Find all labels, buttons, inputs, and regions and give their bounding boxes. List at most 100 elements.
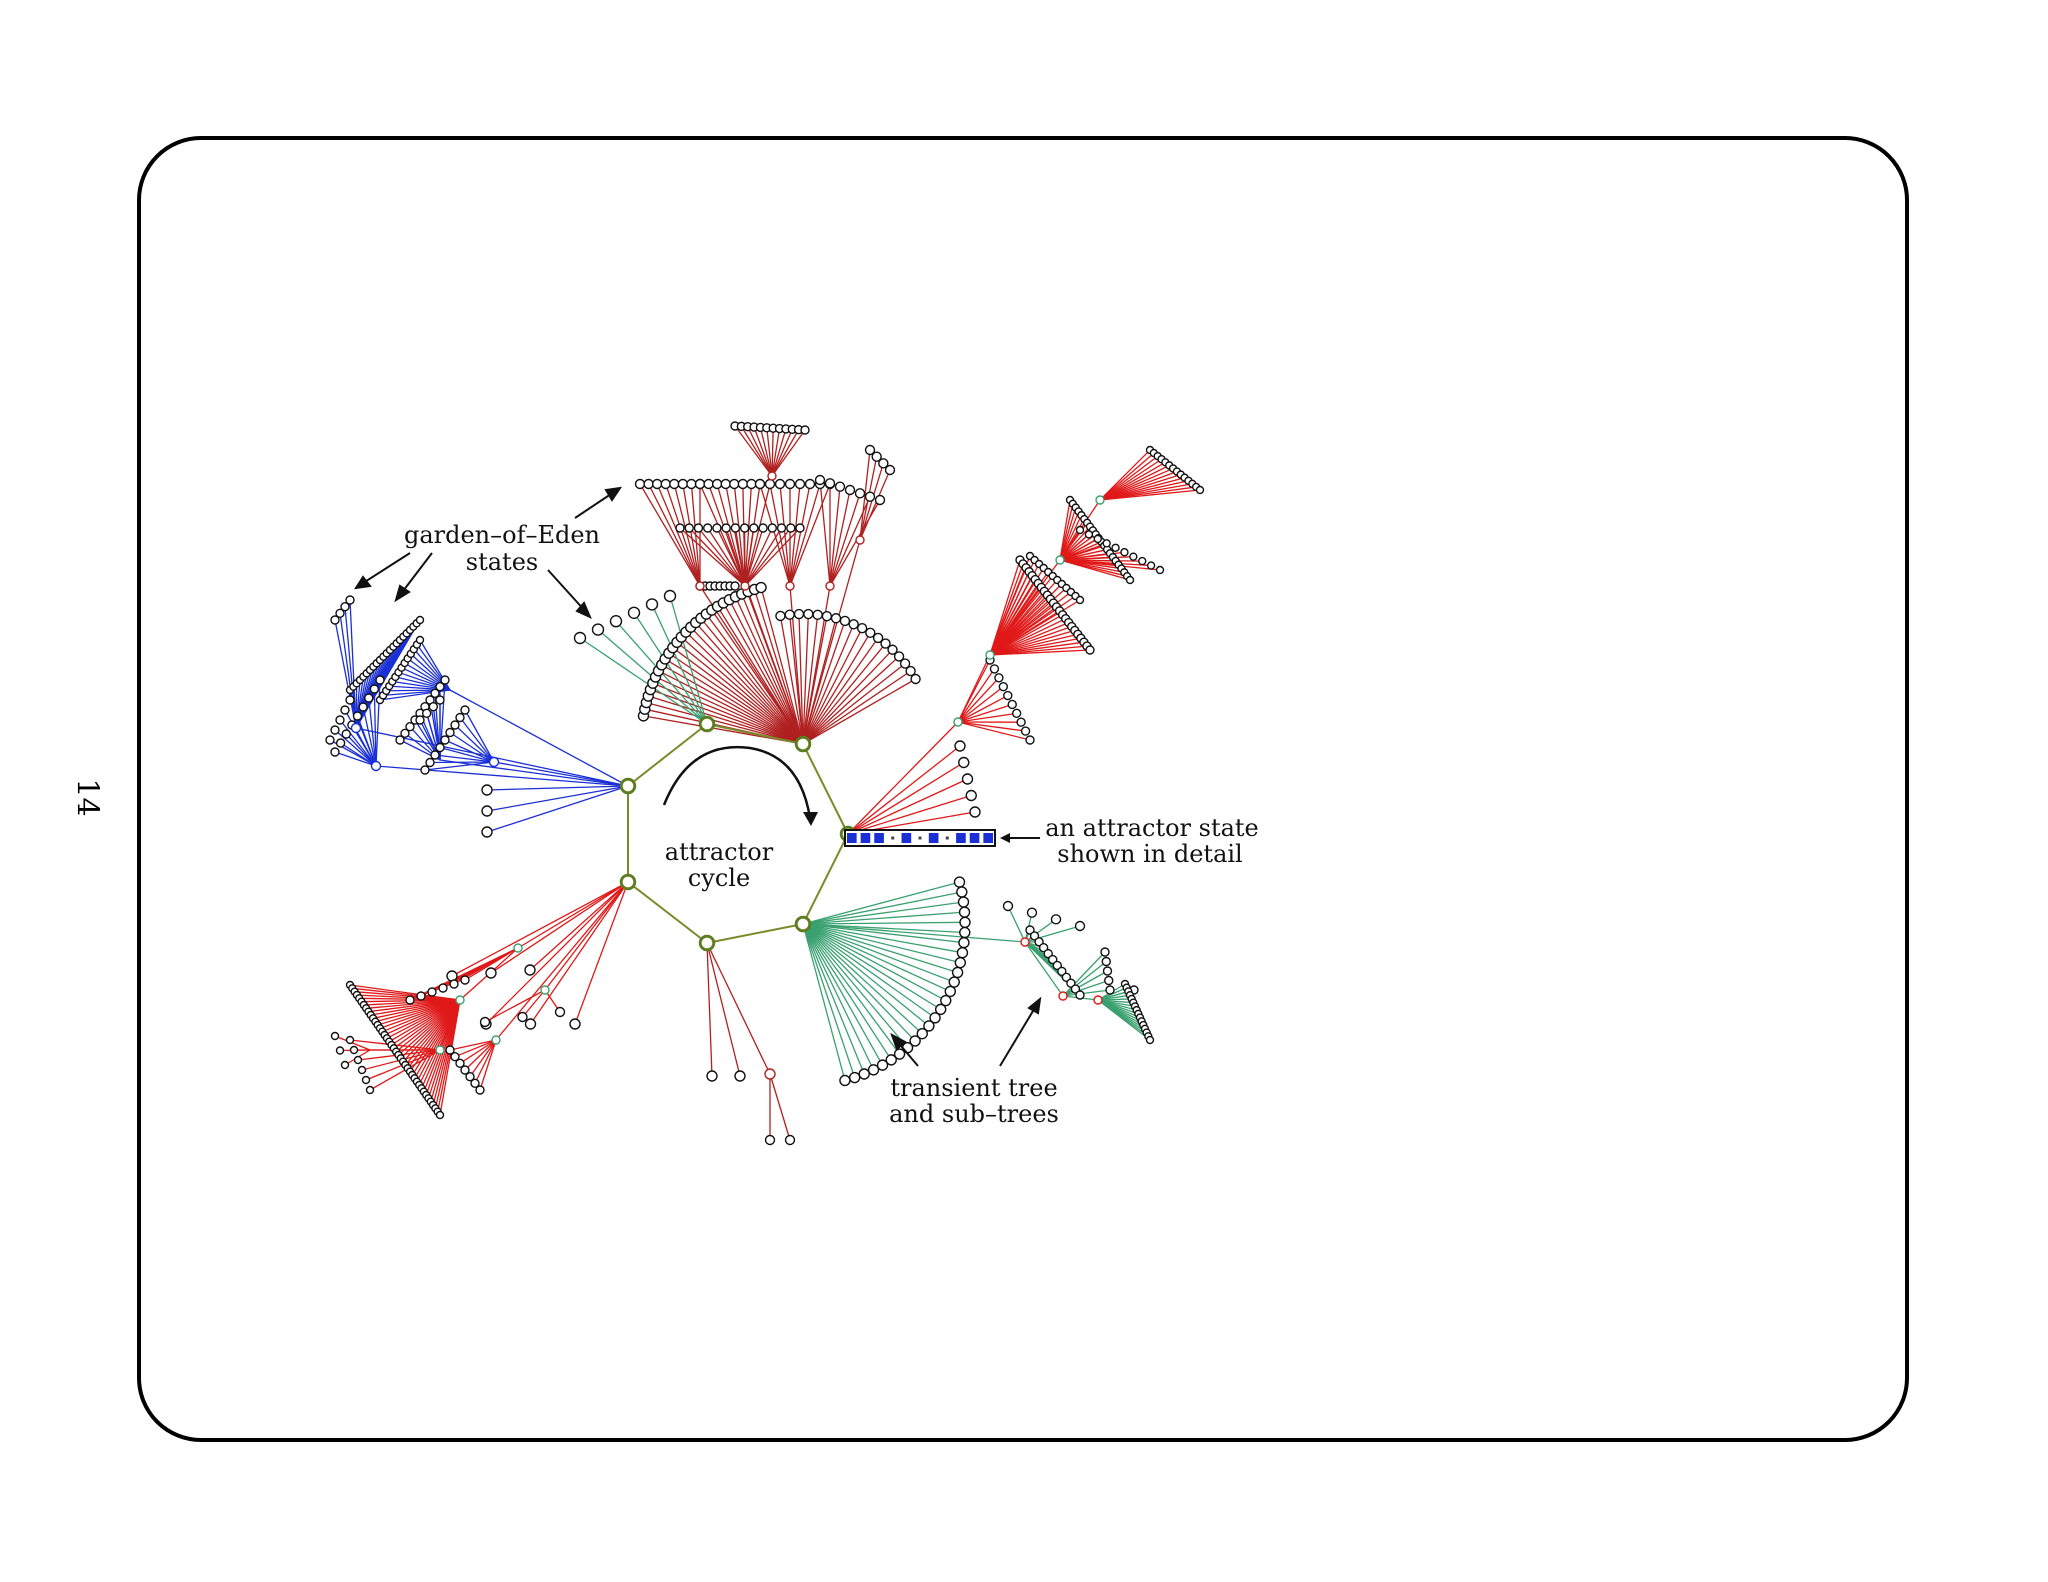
tree-edge — [802, 923, 958, 974]
cycle-edge — [627, 723, 708, 787]
tree-edge — [802, 670, 911, 745]
tree-edge — [829, 486, 841, 587]
cycle-node — [794, 915, 812, 933]
tree-edge — [802, 923, 965, 944]
state-node — [958, 906, 971, 918]
tree-edge — [454, 1039, 497, 1058]
tree-edge — [1059, 533, 1090, 561]
state-node — [330, 747, 340, 757]
tree-edge — [486, 785, 629, 812]
state-node — [767, 523, 778, 533]
tree-edge — [1059, 542, 1107, 561]
state-node — [430, 750, 440, 760]
state-node — [694, 478, 706, 490]
state-cell-on — [860, 833, 871, 843]
tree-edge — [802, 923, 965, 934]
tree-edge — [802, 620, 846, 745]
state-node — [1026, 907, 1038, 918]
state-node — [844, 484, 856, 496]
cycle-edge — [706, 723, 804, 745]
tree-edge — [802, 923, 936, 1019]
state-node — [775, 610, 786, 622]
state-node — [350, 722, 362, 734]
state-node — [854, 488, 866, 499]
tree-edge — [522, 989, 546, 1018]
tree-edge — [373, 688, 377, 767]
state-node — [427, 987, 437, 997]
tree-edge — [1099, 467, 1174, 501]
state-node — [524, 1018, 537, 1030]
state-node — [449, 979, 459, 989]
state-node — [824, 478, 836, 489]
tree-edge — [679, 527, 746, 587]
tree-edge — [655, 676, 804, 745]
state-node — [634, 478, 646, 490]
tree-edge — [744, 527, 755, 587]
state-node — [415, 635, 425, 645]
state-node — [460, 705, 470, 715]
tree-edge — [459, 717, 495, 763]
tree-edge — [734, 527, 746, 587]
tree-edge — [391, 999, 461, 1046]
tree-edge — [1059, 538, 1099, 561]
cycle-edge — [802, 743, 849, 835]
tree-edge — [802, 637, 879, 745]
tree-edge — [802, 614, 809, 745]
state-node — [858, 1068, 870, 1080]
tree-edge — [1059, 529, 1081, 561]
state-node — [864, 444, 876, 456]
state-node — [795, 523, 805, 533]
tree-edge — [802, 923, 942, 1010]
state-node — [438, 983, 448, 993]
state-node — [740, 581, 750, 591]
tree-edge — [802, 911, 965, 925]
tree-edge — [1099, 449, 1151, 501]
tree-edge — [429, 761, 495, 764]
tree-edge — [802, 539, 861, 745]
tree-edge — [989, 559, 1021, 656]
tree-edge — [672, 647, 804, 745]
state-node — [375, 675, 385, 685]
state-node — [517, 1011, 528, 1023]
state-node — [712, 523, 722, 533]
tree-edge — [665, 483, 701, 587]
tree-edge — [339, 719, 377, 767]
tree-edge — [490, 881, 629, 974]
state-node — [455, 712, 465, 723]
state-node — [435, 1045, 445, 1055]
tree-edge — [798, 614, 804, 745]
state-node — [675, 523, 685, 533]
tree-edge — [1062, 979, 1109, 997]
state-node — [1055, 555, 1065, 565]
state-node — [880, 638, 891, 649]
tree-edge — [690, 626, 804, 745]
tree-edge — [744, 527, 783, 587]
state-node — [684, 523, 694, 533]
state-node — [885, 1054, 897, 1066]
tree-edge — [1059, 511, 1080, 561]
tree-edge — [449, 1039, 497, 1051]
state-node — [479, 1016, 491, 1028]
tree-edge — [819, 479, 831, 587]
tree-edge — [656, 483, 701, 587]
tree-edge — [388, 999, 461, 1043]
state-node — [465, 1071, 475, 1082]
tree-edge — [733, 483, 746, 587]
state-node — [958, 756, 970, 769]
state-node — [739, 523, 750, 533]
tree-edge — [802, 901, 964, 925]
state-node — [660, 478, 671, 490]
state-node — [1075, 595, 1085, 605]
state-node — [734, 1070, 746, 1082]
state-cell-off — [891, 836, 895, 840]
tree-edge — [695, 622, 804, 745]
tree-edge — [339, 613, 357, 729]
tree-edge — [1059, 533, 1097, 561]
state-node — [784, 1134, 796, 1146]
transient-tree-label-line1: transient tree — [890, 1074, 1057, 1102]
state-cell-on — [847, 833, 857, 843]
state-node — [1104, 975, 1114, 986]
state-node — [335, 715, 345, 725]
state-node — [1016, 717, 1026, 727]
state-node — [364, 693, 374, 703]
